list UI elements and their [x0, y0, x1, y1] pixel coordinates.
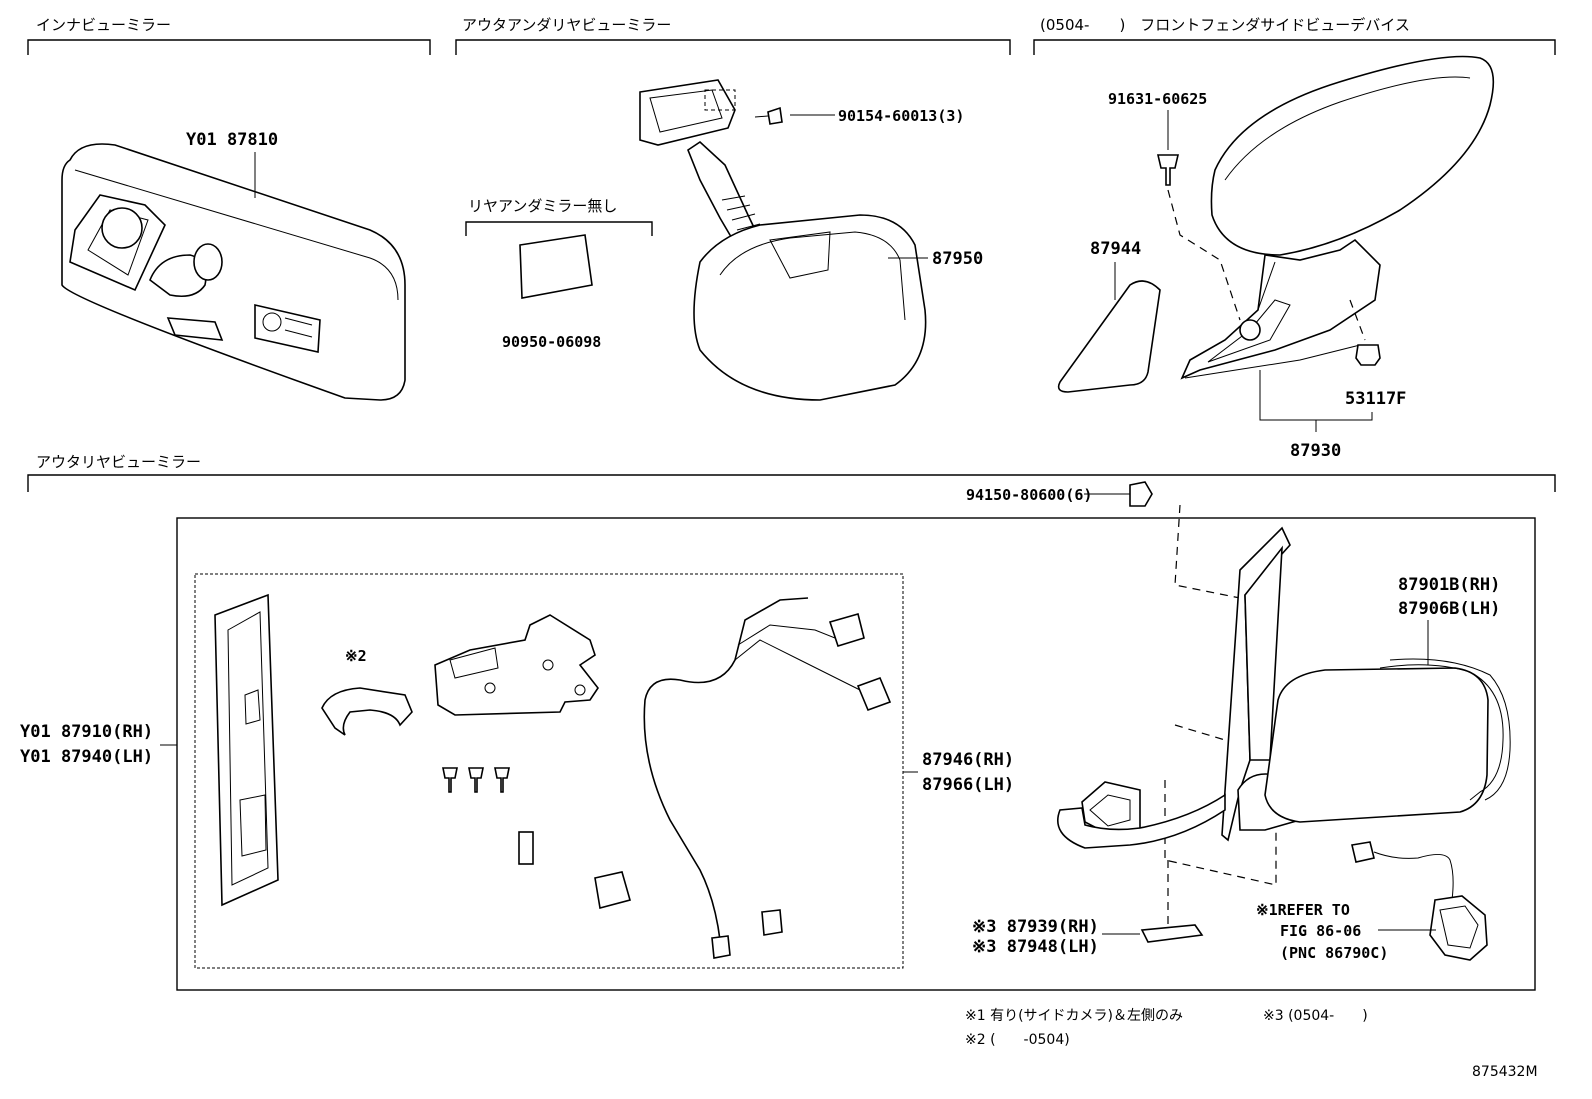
section-title-front-fender-device: (0504- ) フロントフェンダサイドビューデバイス [1040, 16, 1410, 34]
under-mirror-illustration [639, 79, 927, 401]
footnote-2: ※2 ( -0504) [965, 1032, 1070, 1048]
label-refer1: ※1REFER TO [1256, 901, 1350, 919]
inner-mirror-illustration [61, 143, 406, 401]
footnote-1: ※1 有り(サイドカメラ)＆左側のみ [965, 1008, 1183, 1024]
outer-mirror-assembly-box [176, 517, 1536, 991]
connector-cap-illustration [761, 909, 783, 936]
fender-mirror-base-edge [1184, 344, 1361, 379]
label-90950: 90950-06098 [502, 333, 601, 351]
label-91631: 91631-60625 [1108, 90, 1207, 108]
spacer-illustration [518, 831, 534, 865]
nut-94150-dashed-path [1174, 504, 1241, 599]
section-title-outer-mirror: アウタリヤビューミラー [36, 453, 201, 471]
no-under-mirror-bracket [465, 221, 653, 236]
label-87910: Y01 87910(RH) [20, 722, 153, 742]
section-title-inner-mirror: インナビューミラー [36, 16, 171, 34]
label-87944: 87944 [1090, 239, 1141, 259]
clip-mark2-illustration [321, 687, 413, 736]
bolt-91631-dashed-path [1167, 189, 1241, 321]
label-87901b: 87901B(RH) [1398, 575, 1500, 595]
cap-90950-illustration [519, 234, 593, 299]
clip-53117f-dashed-path [1349, 299, 1366, 341]
sub-assembly-87946-box [194, 573, 904, 969]
label-87946: 87946(RH) [922, 750, 1014, 770]
label-87948: ※3 87948(LH) [972, 937, 1099, 957]
nut-94150-illustration [1129, 481, 1153, 507]
label-no-under-mirror: リヤアンダミラー無し [468, 197, 617, 215]
label-refer2: FIG 86-06 [1280, 922, 1361, 940]
fender-mirror-illustration [1180, 55, 1495, 380]
label-87966: 87966(LH) [922, 775, 1014, 795]
label-87930: 87930 [1290, 441, 1341, 461]
pad-illustration [594, 871, 631, 909]
clip-53117f-illustration [1355, 344, 1381, 366]
label-53117f: 53117F [1345, 389, 1406, 409]
garnish-87939-illustration [1140, 924, 1204, 943]
figure-id: 875432M [1472, 1064, 1538, 1080]
side-camera-illustration [1351, 841, 1488, 961]
label-mark2: ※2 [345, 647, 367, 665]
label-94150: 94150-80600(6) [966, 486, 1092, 504]
label-refer3: (PNC 86790C) [1280, 944, 1388, 962]
screw-set-illustration [442, 767, 510, 793]
label-87906b: 87906B(LH) [1398, 599, 1500, 619]
base-dashed-path [1174, 724, 1226, 741]
label-87940: Y01 87940(LH) [20, 747, 153, 767]
label-90154: 90154-60013(3) [838, 107, 964, 125]
section-brackets [27, 39, 1556, 492]
section-title-outer-under-mirror: アウタアンダリヤビューミラー [462, 16, 671, 34]
actuator-bracket-illustration [434, 614, 599, 716]
screw-90154-shaft [754, 115, 769, 118]
label-87810: Y01 87810 [186, 130, 278, 150]
gasket-illustration [214, 593, 279, 907]
footnote-3: ※3 (0504- ) [1263, 1008, 1368, 1024]
bolt-91631-illustration [1156, 154, 1180, 186]
label-87950: 87950 [932, 249, 983, 269]
outer-mirror-illustration [1057, 526, 1511, 849]
cover-87944-illustration [1057, 280, 1161, 393]
screw-90154-illustration [767, 106, 783, 125]
wire-harness-illustration [643, 597, 892, 959]
cover-dashed-path [1164, 780, 1277, 886]
label-87939: ※3 87939(RH) [972, 917, 1099, 937]
